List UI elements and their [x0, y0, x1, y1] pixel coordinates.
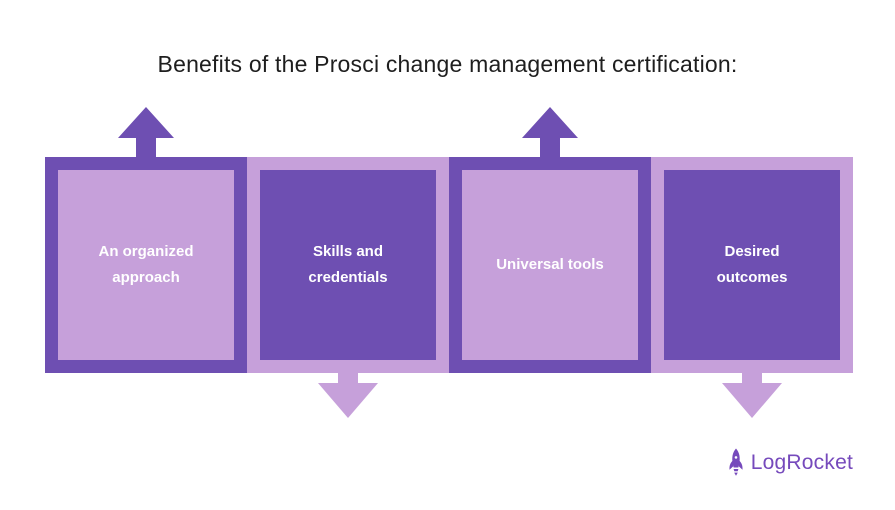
arrow-down-icon [318, 373, 378, 418]
benefit-label: Skills and credentials [308, 242, 388, 286]
logrocket-logo: LogRocket [724, 448, 853, 478]
benefit-label: Universal tools [496, 255, 604, 273]
benefit-box-desired-outcomes: Desired outcomes [651, 157, 853, 418]
arrow-head [722, 383, 782, 418]
benefits-row: An organized approach Skills and credent… [45, 107, 853, 418]
benefit-label: An organized approach [98, 242, 194, 286]
page-title: Benefits of the Prosci change management… [157, 51, 738, 77]
arrow-head [522, 107, 578, 138]
arrow-stem [540, 138, 560, 158]
arrow-down-icon [722, 373, 782, 418]
arrow-up-icon [522, 107, 578, 158]
arrow-up-icon [118, 107, 174, 158]
arrow-stem [338, 373, 358, 383]
arrow-stem [136, 138, 156, 158]
benefit-box-skills-credentials: Skills and credentials [247, 157, 449, 418]
arrow-stem [742, 373, 762, 383]
benefit-box-universal-tools: Universal tools [449, 107, 651, 373]
rocket-icon [729, 448, 743, 476]
benefit-label: Desired outcomes [716, 242, 788, 286]
logo-text: LogRocket [750, 451, 853, 474]
arrow-head [118, 107, 174, 138]
benefit-box-organized-approach: An organized approach [45, 107, 247, 373]
arrow-head [318, 383, 378, 418]
